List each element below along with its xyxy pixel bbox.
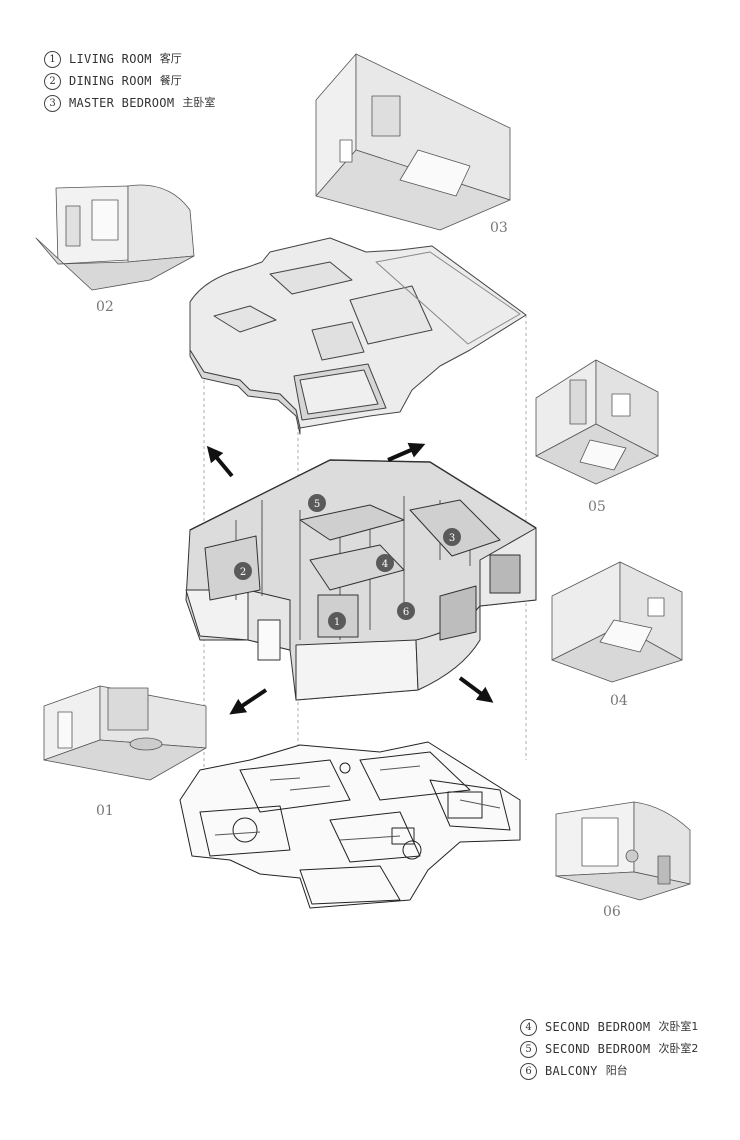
legend-label-zh: 餐厅 [159,74,182,87]
legend-item-second-bedroom-1: 4 SECOND BEDROOM 次卧室1 [520,1016,698,1038]
panel-label-03: 03 [490,220,508,236]
panel-label-06: 06 [603,904,621,920]
svg-text:1: 1 [334,617,340,628]
room-marker-4: 4 [376,554,394,572]
room-render-01-living-room [43,685,207,781]
legend-item-living-room: 1 LIVING ROOM 客厅 [44,48,215,70]
room-marker-1: 1 [328,612,346,630]
room-render-04-second-bedroom [551,561,683,683]
legend-number: 1 [44,50,61,68]
legend-number: 4 [520,1018,537,1036]
room-render-02-dining-room [35,184,195,291]
legend-label-en: BALCONY [545,1064,598,1078]
arrow-down-right [458,676,494,703]
arrow-up-right [387,442,426,462]
legend-item-master-bedroom: 3 MASTER BEDROOM 主卧室 [44,92,215,114]
svg-text:4: 4 [382,559,388,570]
legend-label-zh: 主卧室 [182,96,216,109]
legend-number: 5 [520,1040,537,1058]
room-marker-6: 6 [397,602,415,620]
ceiling-plan [189,237,527,435]
legend-item-second-bedroom-2: 5 SECOND BEDROOM 次卧室2 [520,1038,698,1060]
arrow-down-left [229,688,268,715]
panel-label-01: 01 [96,803,114,819]
room-marker-2: 2 [234,562,252,580]
panel-label-02: 02 [96,299,114,315]
legend-label-zh: 客厅 [159,52,182,65]
svg-text:2: 2 [240,567,246,578]
legend-number: 3 [44,94,61,112]
floor-plan-drawing [179,741,521,909]
room-render-03-master-bedroom [315,53,511,231]
legend-label-en: DINING ROOM [69,74,152,88]
arrow-up-left [206,445,234,478]
room-render-06-balcony [555,801,691,901]
legend-label-en: SECOND BEDROOM [545,1020,651,1034]
legend-label-zh: 阳台 [605,1064,628,1077]
svg-text:5: 5 [314,499,320,510]
legend-item-balcony: 6 BALCONY 阳台 [520,1060,698,1082]
room-marker-5: 5 [308,494,326,512]
legend-top: 1 LIVING ROOM 客厅 2 DINING ROOM 餐厅 3 MAST… [44,48,215,114]
panel-label-05: 05 [588,499,606,515]
legend-number: 2 [44,72,61,90]
legend-bottom: 4 SECOND BEDROOM 次卧室1 5 SECOND BEDROOM 次… [520,1016,698,1082]
legend-label-en: SECOND BEDROOM [545,1042,651,1056]
legend-item-dining-room: 2 DINING ROOM 餐厅 [44,70,215,92]
legend-label-zh: 次卧室1 [658,1020,699,1033]
room-markers: 1 2 3 4 5 6 [234,494,461,630]
legend-label-en: LIVING ROOM [69,52,152,66]
room-render-05-second-bedroom [535,359,659,485]
svg-text:3: 3 [449,533,455,544]
legend-label-en: MASTER BEDROOM [69,96,175,110]
explode-arrows [206,442,494,715]
svg-text:6: 6 [403,607,409,618]
legend-label-zh: 次卧室2 [658,1042,699,1055]
legend-number: 6 [520,1062,537,1080]
panel-label-04: 04 [610,693,628,709]
main-3d-floor-model [185,459,537,701]
room-marker-3: 3 [443,528,461,546]
